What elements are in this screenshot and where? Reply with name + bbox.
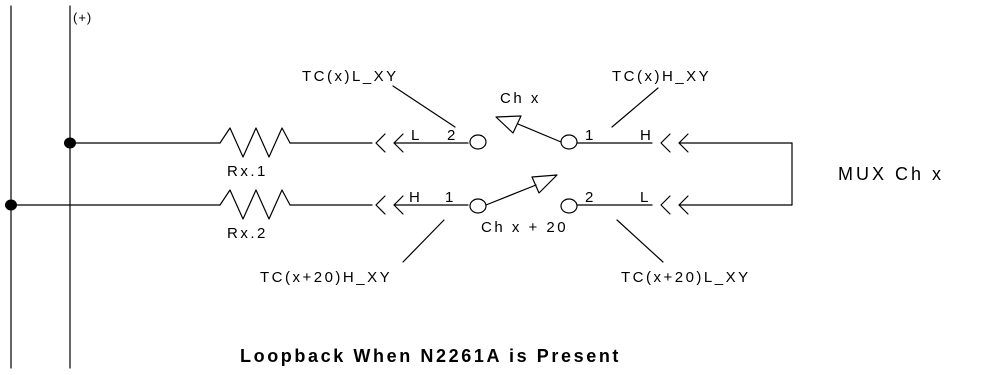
pin-lower-right-letter: L bbox=[640, 189, 651, 206]
rail-label: (+) bbox=[73, 10, 92, 25]
lower-right-connector-outer bbox=[660, 195, 671, 215]
pin-upper-right-letter: H bbox=[640, 127, 653, 144]
node-label-tc-x-h: TC(x)H_XY bbox=[612, 68, 711, 85]
node-label-tc-x-l: TC(x)L_XY bbox=[302, 68, 399, 85]
lower-left-connector-outer bbox=[375, 195, 386, 215]
switch-arm-lower bbox=[485, 184, 537, 206]
node-label-tc-x20-h: TC(x+20)H_XY bbox=[260, 269, 392, 286]
mux-label: MUX Ch x bbox=[838, 164, 944, 184]
lower-right-contact bbox=[560, 198, 578, 214]
node-label-tc-x20-l: TC(x+20)L_XY bbox=[621, 269, 751, 286]
pin-lower-left-letter: H bbox=[409, 189, 422, 206]
upper-right-contact bbox=[560, 134, 578, 150]
leader-tc-x20-l bbox=[616, 219, 664, 263]
leader-tc-x-h bbox=[611, 87, 659, 128]
pin-lower-left-num: 1 bbox=[445, 189, 456, 206]
switch-arm-upper bbox=[517, 123, 562, 143]
switch-label-lower: Ch x + 20 bbox=[481, 219, 568, 236]
upper-right-connector-outer bbox=[660, 133, 671, 153]
pin-upper-right-num: 1 bbox=[585, 127, 596, 144]
lower-left-contact bbox=[469, 198, 487, 214]
resistor-label-rx2: Rx.2 bbox=[227, 225, 268, 242]
pin-upper-left-letter: L bbox=[411, 127, 422, 144]
switch-label-upper: Ch x bbox=[500, 90, 541, 107]
leader-tc-x-l bbox=[392, 85, 456, 128]
upper-left-connector-outer bbox=[375, 133, 386, 153]
upper-left-contact bbox=[469, 134, 487, 150]
switch-arrow-lower bbox=[531, 174, 558, 194]
leader-tc-x20-h bbox=[402, 219, 445, 263]
pin-upper-left-num: 2 bbox=[447, 127, 458, 144]
resistor-rx2 bbox=[219, 189, 291, 220]
diagram-caption: Loopback When N2261A is Present bbox=[240, 346, 621, 366]
switch-arrow-upper bbox=[495, 115, 522, 134]
pin-lower-right-num: 2 bbox=[585, 189, 596, 206]
resistor-label-rx1: Rx.1 bbox=[227, 163, 268, 180]
resistor-rx1 bbox=[219, 127, 291, 158]
